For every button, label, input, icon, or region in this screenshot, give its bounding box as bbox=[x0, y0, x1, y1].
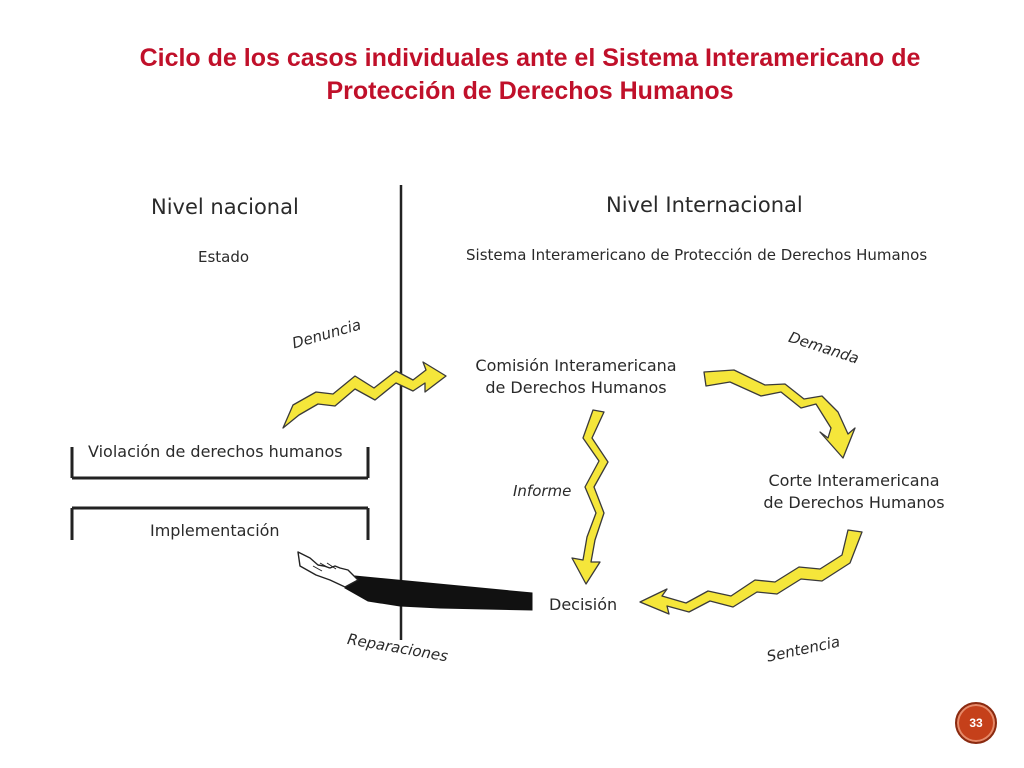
denuncia-arrow bbox=[282, 361, 447, 429]
implementacion-bracket bbox=[70, 506, 370, 540]
nivel-nacional-heading: Nivel nacional bbox=[151, 195, 299, 219]
corte-line-2: de Derechos Humanos bbox=[763, 493, 945, 512]
reparaciones-arm bbox=[344, 575, 533, 611]
nivel-internacional-heading: Nivel Internacional bbox=[606, 193, 803, 217]
hand-finger-lines bbox=[312, 562, 337, 572]
slide-title: Ciclo de los casos individuales ante el … bbox=[40, 42, 1020, 108]
corte-node: Corte Interamericana de Derechos Humanos bbox=[744, 471, 964, 512]
demanda-arrow bbox=[703, 369, 856, 459]
violacion-bracket bbox=[70, 447, 370, 480]
hand-icon bbox=[297, 551, 359, 588]
comision-node: Comisión Interamericana de Derechos Huma… bbox=[466, 356, 686, 397]
sistema-label: Sistema Interamericano de Protección de … bbox=[466, 246, 928, 264]
comision-line-1: Comisión Interamericana bbox=[475, 356, 677, 375]
page-number: 33 bbox=[969, 716, 983, 730]
decision-node: Decisión bbox=[549, 595, 618, 614]
slide-title-line-2: Protección de Derechos Humanos bbox=[326, 77, 734, 105]
comision-line-2: de Derechos Humanos bbox=[485, 378, 667, 397]
implementacion-label: Implementación bbox=[150, 521, 280, 540]
page-number-badge: 33 bbox=[955, 702, 997, 744]
sentencia-arrow bbox=[639, 529, 863, 615]
informe-label: Informe bbox=[513, 482, 572, 500]
violacion-label: Violación de derechos humanos bbox=[88, 442, 343, 461]
informe-arrow bbox=[571, 409, 609, 585]
slide-title-line-1: Ciclo de los casos individuales ante el … bbox=[139, 44, 921, 72]
corte-line-1: Corte Interamericana bbox=[768, 471, 940, 490]
estado-label: Estado bbox=[198, 248, 250, 266]
